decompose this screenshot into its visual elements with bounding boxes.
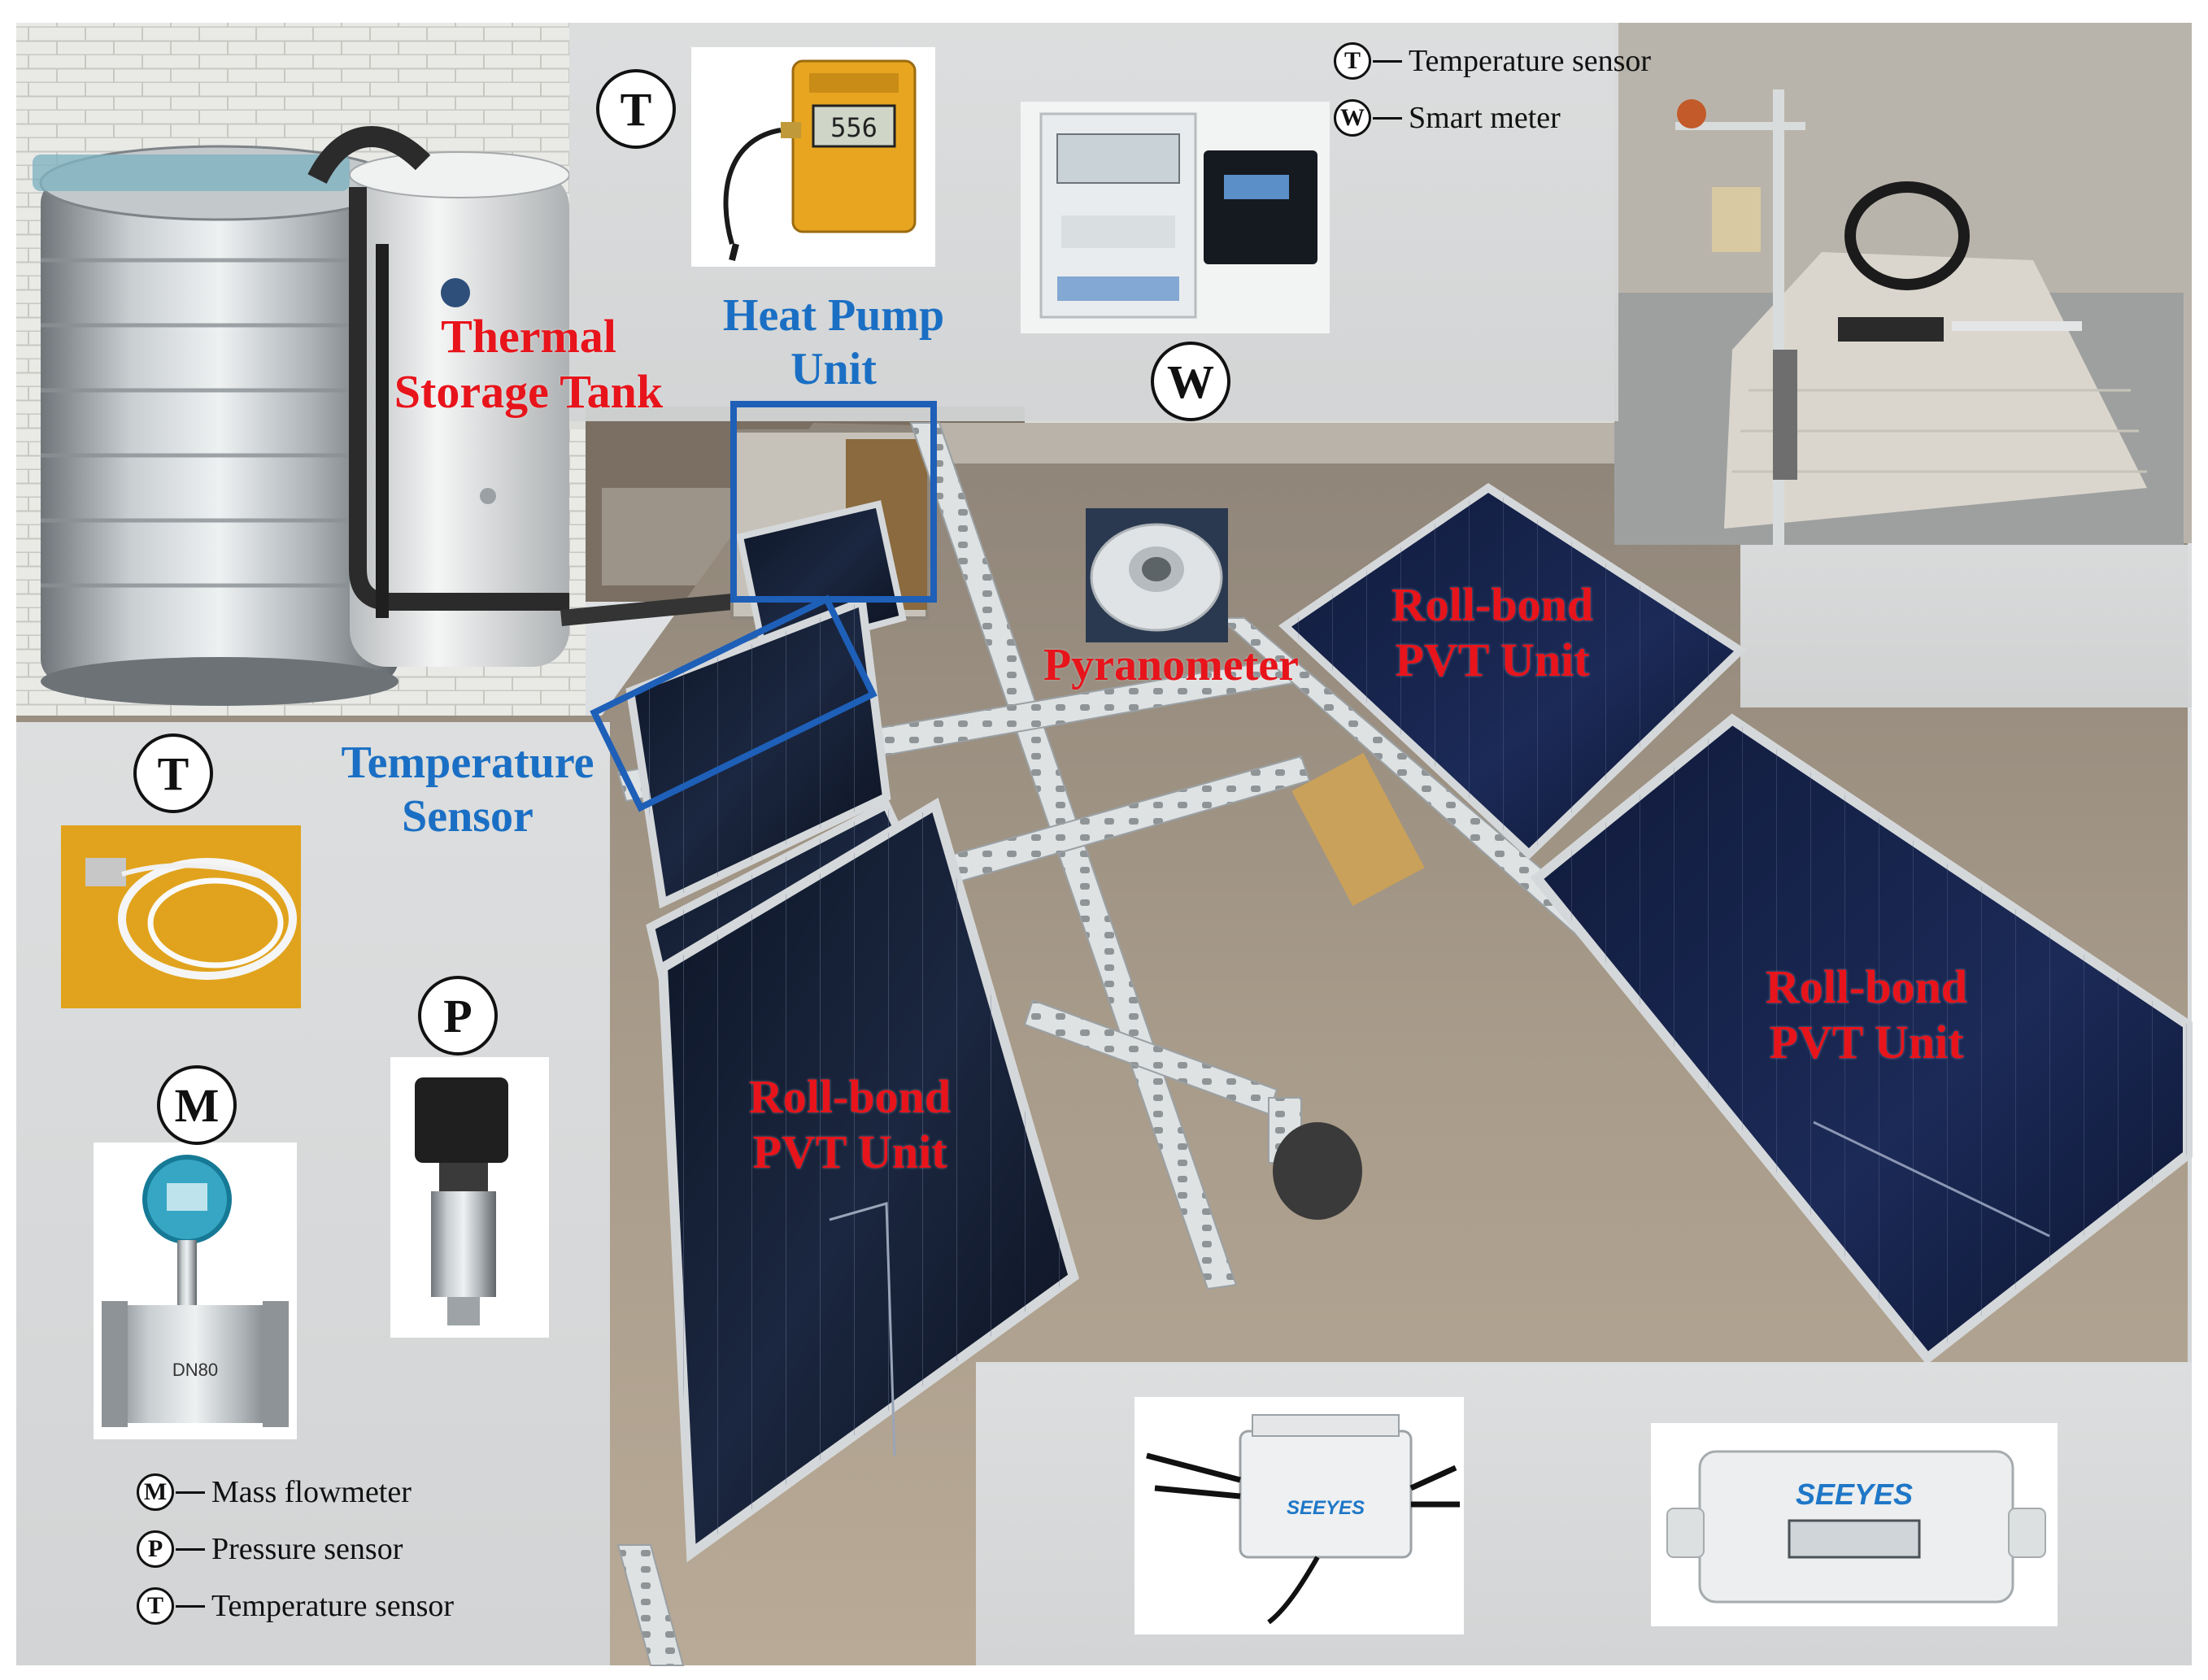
label-thermal-storage-tank: Thermal Storage Tank: [358, 309, 699, 420]
legend-row-pressure-sensor: P Pressure sensor: [137, 1521, 454, 1578]
badge-mass-flowmeter: M: [157, 1065, 237, 1145]
label-pvt-unit-left: Roll-bond PVT Unit: [699, 1069, 1000, 1181]
legend-key-p: P: [137, 1530, 174, 1568]
label-thermal-storage-tank-text: Thermal Storage Tank: [394, 310, 664, 419]
legend-row-mass-flowmeter: M Mass flowmeter: [137, 1464, 454, 1521]
legend-key-t: T: [1334, 42, 1371, 80]
temperature-sensor-highlight-box: [590, 594, 878, 812]
label-pyranometer: Pyranometer: [1008, 638, 1334, 692]
legend-key-m: M: [137, 1473, 174, 1511]
badge-temperature-logger: T: [596, 69, 676, 149]
legend-row-temperature-sensor: T Temperature sensor: [1334, 33, 1651, 89]
legend-dash: [176, 1491, 205, 1494]
badge-smart-meter: W: [1151, 342, 1230, 421]
legend-dash: [176, 1604, 205, 1608]
label-pvt-unit-left-text: Roll-bond PVT Unit: [748, 1070, 952, 1179]
legend-dash: [176, 1547, 205, 1551]
inverter-brand-text: SEEYES: [1287, 1497, 1365, 1519]
legend-text-pressure-sensor: Pressure sensor: [211, 1532, 403, 1566]
badge-pressure-sensor: P: [418, 976, 498, 1055]
label-heat-pump-unit: Heat Pump Unit: [699, 289, 968, 396]
badge-temperature-sensor: T: [133, 733, 213, 813]
legend-dash: [1373, 116, 1402, 120]
legend-text-mass-flowmeter: Mass flowmeter: [211, 1475, 412, 1509]
label-pvt-unit-right-top-text: Roll-bond PVT Unit: [1391, 578, 1594, 687]
label-pvt-unit-right-bottom-text: Roll-bond PVT Unit: [1765, 960, 1968, 1069]
label-temperature-sensor-text: Temperature Sensor: [341, 738, 594, 842]
label-pvt-unit-right-bottom: Roll-bond PVT Unit: [1716, 960, 2017, 1071]
flowmeter-marking-text: DN80: [172, 1360, 218, 1380]
legend-top: T Temperature sensor W Smart meter: [1334, 33, 1651, 146]
legend-key-w: W: [1334, 99, 1371, 137]
legend-key-t: T: [137, 1587, 174, 1625]
monitor-brand-text: SEEYES: [1796, 1478, 1913, 1511]
legend-dash: [1373, 59, 1402, 63]
legend-text-temperature-sensor: Temperature sensor: [1409, 44, 1652, 78]
label-pyranometer-text: Pyranometer: [1043, 640, 1300, 690]
logger-display-text: 556: [830, 112, 878, 143]
label-heat-pump-unit-text: Heat Pump Unit: [722, 290, 945, 395]
legend-row-smart-meter: W Smart meter: [1334, 89, 1651, 146]
label-pvt-unit-right-top: Roll-bond PVT Unit: [1342, 577, 1643, 689]
heat-pump-highlight-box: [730, 401, 937, 603]
legend-row-temperature-sensor-bottom: T Temperature sensor: [137, 1578, 454, 1634]
legend-text-smart-meter: Smart meter: [1409, 101, 1561, 135]
label-temperature-sensor: Temperature Sensor: [313, 736, 622, 843]
legend-bottom: M Mass flowmeter P Pressure sensor T Tem…: [137, 1464, 454, 1634]
legend-text-temperature-sensor-bottom: Temperature sensor: [211, 1589, 455, 1623]
